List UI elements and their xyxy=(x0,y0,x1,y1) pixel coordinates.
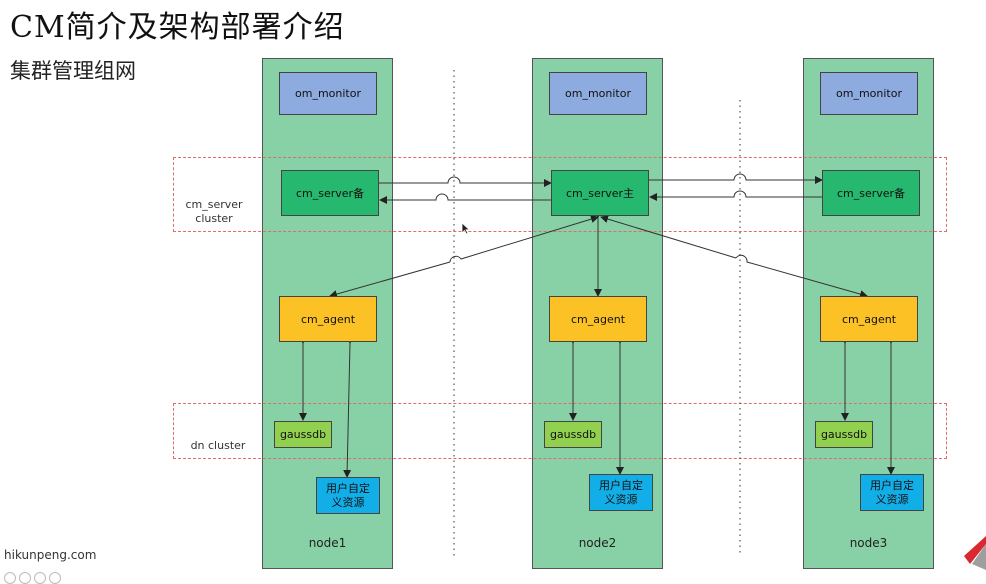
cm-server-cluster-label-line1: cm_server xyxy=(185,198,243,211)
mouse-pointer-icon xyxy=(461,222,471,235)
node1-cm-agent: cm_agent xyxy=(279,296,377,342)
node2-cm-server: cm_server主 xyxy=(551,170,649,216)
cm-server-cluster-label-line2: cluster xyxy=(195,212,233,225)
slide-control-dot[interactable] xyxy=(19,572,31,584)
custom-resource-line1: 用户自定 xyxy=(870,478,914,492)
node1-custom-resource: 用户自定义资源 xyxy=(316,477,380,514)
agent3-to-server-arrow xyxy=(735,254,868,298)
node2-custom-resource: 用户自定义资源 xyxy=(589,474,653,511)
agent1-to-server-arrow-head xyxy=(329,261,451,298)
custom-resource-line2: 义资源 xyxy=(331,495,365,509)
custom-resource-line2: 义资源 xyxy=(604,492,638,506)
node1-gaussdb: gaussdb xyxy=(274,421,332,448)
node-label: node3 xyxy=(849,536,888,550)
cm-server-cluster-region xyxy=(173,157,947,232)
node-label: node2 xyxy=(578,536,617,550)
sync-arrow-node2-to-node3 xyxy=(649,173,823,184)
custom-resource-line1: 用户自定 xyxy=(599,478,643,492)
node2-gaussdb: gaussdb xyxy=(544,421,602,448)
slide-controls xyxy=(4,572,61,584)
slide-control-dot[interactable] xyxy=(49,572,61,584)
node1-cm-server: cm_server备 xyxy=(281,170,379,216)
node3-gaussdb: gaussdb xyxy=(815,421,873,448)
slide-control-dot[interactable] xyxy=(34,572,46,584)
custom-resource-line2: 义资源 xyxy=(875,492,909,506)
slide-control-dot[interactable] xyxy=(4,572,16,584)
node3-custom-resource: 用户自定义资源 xyxy=(860,474,924,511)
node2-om-monitor: om_monitor xyxy=(549,72,647,115)
node2-cm-agent: cm_agent xyxy=(549,296,647,342)
agent1-custom-arrow xyxy=(343,335,355,478)
dn-cluster-region xyxy=(173,403,947,459)
page-subtitle: 集群管理组网 xyxy=(10,59,136,83)
cm-server-cluster-label: cm_server cluster xyxy=(178,198,250,226)
custom-resource-line1: 用户自定 xyxy=(326,481,370,495)
page-title: CM简介及架构部署介绍 xyxy=(10,10,345,45)
node3-cm-agent: cm_agent xyxy=(820,296,918,342)
node-label: node1 xyxy=(308,536,347,550)
sync-arrow-node1-to-node2 xyxy=(379,176,552,187)
agent1-to-server-arrow xyxy=(449,215,599,263)
node3-cm-server: cm_server备 xyxy=(822,170,920,216)
node1-om-monitor: om_monitor xyxy=(279,72,377,115)
dn-cluster-label: dn cluster xyxy=(190,439,246,452)
node3-om-monitor: om_monitor xyxy=(820,72,918,115)
brand-logo-icon xyxy=(964,536,986,570)
sync-arrow-node2-to-node1 xyxy=(379,193,551,204)
server-to-agent3-arrow xyxy=(600,215,737,259)
sync-arrow-node3-to-node2 xyxy=(649,190,822,201)
footer-url: hikunpeng.com xyxy=(4,548,97,562)
